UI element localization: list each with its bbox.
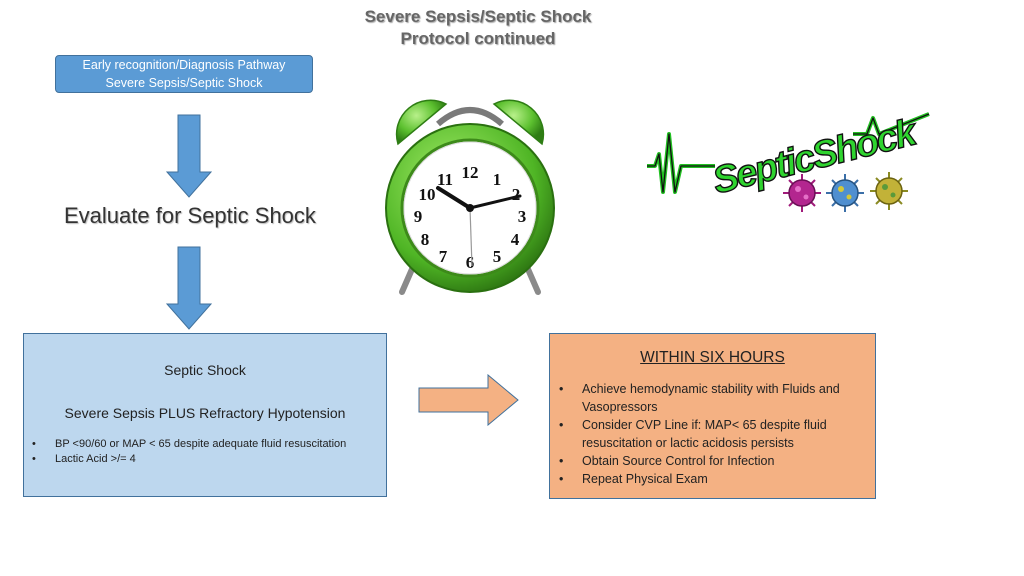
clock-number-2: 2 [512, 185, 521, 204]
septic-shock-logo: SepticShock [647, 110, 930, 212]
list-item: •BP <90/60 or MAP < 65 despite adequate … [32, 438, 347, 450]
list-item: •Repeat Physical Exam [559, 472, 708, 486]
germ-icon-yellow [870, 172, 908, 210]
list-item: •Consider CVP Line if: MAP< 65 despite f… [559, 418, 827, 450]
pathway-line-2: Severe Sepsis/Septic Shock [105, 76, 263, 90]
clock-number-8: 8 [421, 230, 430, 249]
six-hours-box: WITHIN SIX HOURS •Achieve hemodynamic st… [549, 333, 876, 499]
germ-icon-blue [826, 174, 864, 212]
septic-shock-box: Septic Shock Severe Sepsis PLUS Refracto… [23, 333, 387, 497]
pathway-box: Early recognition/Diagnosis Pathway Seve… [55, 55, 313, 93]
pathway-line-1: Early recognition/Diagnosis Pathway [82, 58, 286, 72]
germ-icon-purple [783, 174, 821, 212]
six-hours-heading: WITHIN SIX HOURS [640, 349, 785, 366]
title-line-2: Protocol continued [400, 29, 556, 48]
clock-number-9: 9 [414, 207, 423, 226]
title-line-1: Severe Sepsis/Septic Shock [364, 7, 592, 26]
evaluate-heading: Evaluate for Septic Shock [64, 203, 316, 228]
right-arrow [418, 374, 519, 426]
clock-number-6: 6 [466, 253, 475, 272]
clock-number-7: 7 [439, 247, 448, 266]
septic-shock-heading: Septic Shock [164, 362, 246, 378]
slide-title: Severe Sepsis/Septic Shock Protocol cont… [0, 6, 956, 50]
down-arrow-2 [166, 246, 212, 330]
alarm-clock-icon: 12 1 2 3 4 5 6 7 8 9 10 11 [385, 99, 555, 295]
bullet-icon: • [559, 472, 564, 486]
list-item: •Lactic Acid >/= 4 [32, 453, 136, 465]
clock-number-12: 12 [462, 163, 479, 182]
clock-number-5: 5 [493, 247, 502, 266]
clock-number-1: 1 [493, 170, 502, 189]
clock-numbers: 12 1 2 3 4 5 6 7 8 9 10 11 [414, 163, 527, 272]
clock-number-4: 4 [511, 230, 520, 249]
bullet-icon: • [559, 382, 564, 396]
clock-number-11: 11 [437, 170, 453, 189]
list-item: •Achieve hemodynamic stability with Flui… [559, 382, 840, 414]
six-hours-action-list: •Achieve hemodynamic stability with Flui… [550, 380, 870, 488]
bullet-icon: • [559, 454, 564, 468]
down-arrow-1 [166, 114, 212, 198]
bullet-icon: • [32, 453, 36, 465]
septic-shock-subheading: Severe Sepsis PLUS Refractory Hypotensio… [64, 405, 346, 421]
clock-number-3: 3 [518, 207, 527, 226]
bullet-icon: • [32, 438, 36, 450]
bullet-icon: • [559, 418, 564, 432]
list-item: •Obtain Source Control for Infection [559, 454, 775, 468]
septic-shock-criteria-list: •BP <90/60 or MAP < 65 despite adequate … [24, 437, 346, 467]
clock-number-10: 10 [419, 185, 436, 204]
